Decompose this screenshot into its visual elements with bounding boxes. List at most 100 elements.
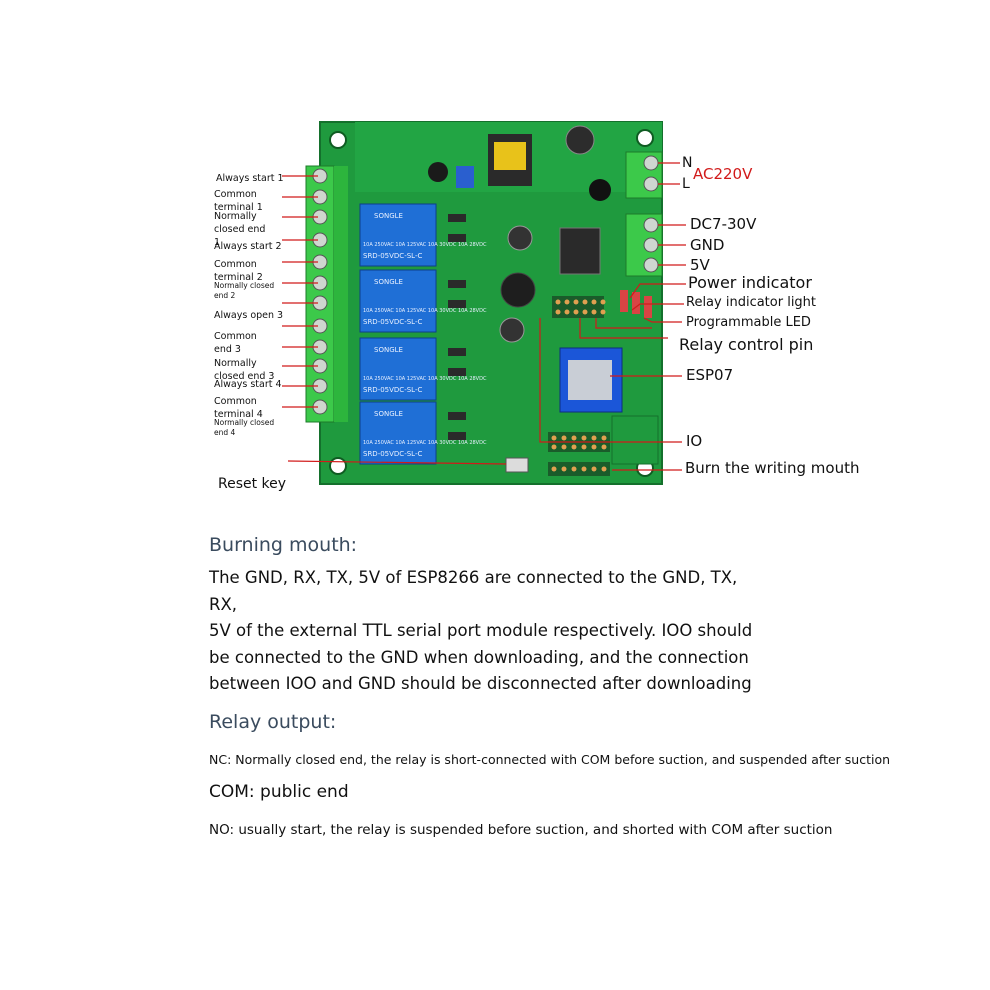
- relay-output-com: COM: public end: [209, 782, 349, 802]
- smd-component: [448, 234, 466, 242]
- relay-stack: SONGLE 10A 250VAC 10A 125VAC 10A 30VDC 10…: [359, 203, 487, 465]
- label-normally-closed-3: Normally closed end 3: [214, 358, 275, 382]
- relay-output-heading: Relay output:: [209, 711, 337, 733]
- io-pin: [591, 435, 597, 441]
- relay-model: SRD-05VDC-SL-C: [363, 252, 422, 260]
- relay: SONGLE 10A 250VAC 10A 125VAC 10A 30VDC 10…: [359, 401, 487, 465]
- label-common-terminal-1: Common terminal 1: [214, 189, 263, 213]
- burn-pin: [561, 466, 567, 472]
- smd-component: [448, 432, 466, 440]
- voltage-regulator: [559, 227, 601, 275]
- header-pin: [564, 299, 570, 305]
- io-pin: [551, 444, 557, 450]
- relay-rating: 10A 250VAC 10A 125VAC 10A 30VDC 10A 28VD…: [363, 242, 487, 248]
- label-common-end-3: Common end 3: [214, 331, 257, 355]
- burning-mouth-paragraph: The GND, RX, TX, 5V of ESP8266 are conne…: [209, 565, 769, 698]
- label-always-start-1: Always start 1: [216, 173, 284, 184]
- label-power-indicator: Power indicator: [688, 273, 812, 292]
- smd-component: [448, 300, 466, 308]
- burn-header: [548, 462, 610, 476]
- left-terminal-screws: [312, 168, 328, 415]
- relay-model: SRD-05VDC-SL-C: [363, 318, 422, 326]
- label-burn-writing-mouth: Burn the writing mouth: [685, 459, 860, 477]
- label-n: N: [682, 155, 693, 171]
- burning-mouth-heading: Burning mouth:: [209, 534, 358, 556]
- label-5v: 5V: [690, 256, 710, 274]
- burning-line-3: be connected to the GND when downloading…: [209, 647, 749, 667]
- relay-brand: SONGLE: [374, 212, 403, 220]
- smd-component: [448, 348, 466, 356]
- label-esp07: ESP07: [686, 366, 734, 384]
- label-common-terminal-2: Common terminal 2: [214, 259, 263, 283]
- indicator-leds: [620, 290, 652, 318]
- relay-rating: 10A 250VAC 10A 125VAC 10A 30VDC 10A 28VD…: [363, 308, 487, 314]
- relay: SONGLE 10A 250VAC 10A 125VAC 10A 30VDC 10…: [359, 337, 487, 401]
- label-always-start-4: Always start 4: [214, 379, 282, 390]
- reset-button: [505, 457, 529, 473]
- io-pin: [581, 435, 587, 441]
- smd-component: [448, 214, 466, 222]
- burn-pin: [581, 466, 587, 472]
- header-pin: [600, 309, 606, 315]
- label-relay-control-pin: Relay control pin: [679, 335, 814, 354]
- right-terminal-block-ac: [625, 151, 663, 199]
- left-terminal-block: [305, 165, 348, 423]
- io-header-pins: [551, 435, 607, 472]
- relay-output-no: NO: usually start, the relay is suspende…: [209, 822, 833, 838]
- io-pin: [571, 435, 577, 441]
- burning-line-4: between IOO and GND should be disconnect…: [209, 674, 752, 693]
- header-pin: [582, 299, 588, 305]
- label-always-start-2: Always start 2: [214, 241, 282, 252]
- io-pin: [561, 435, 567, 441]
- io-pin: [561, 444, 567, 450]
- io-pin: [601, 435, 607, 441]
- label-relay-indicator-light: Relay indicator light: [686, 295, 817, 310]
- header-pin: [555, 299, 561, 305]
- electrolytic-capacitor-top: [565, 125, 595, 155]
- label-normally-closed-4: Normally closed end 4: [214, 418, 275, 437]
- regulator-transistor: [589, 179, 611, 201]
- header-pin: [582, 309, 588, 315]
- label-normally-closed-1: Normally closed end 1: [214, 211, 266, 248]
- burning-line-1: The GND, RX, TX, 5V of ESP8266 are conne…: [209, 568, 738, 614]
- left-pointer-lines: [282, 175, 507, 465]
- io-pin: [551, 435, 557, 441]
- header-pins: [555, 299, 606, 315]
- header-pin: [600, 299, 606, 305]
- header-pin: [573, 309, 579, 315]
- label-always-open-3: Always open 3: [214, 310, 284, 321]
- relay-model: SRD-05VDC-SL-C: [363, 450, 422, 458]
- label-reset-key: Reset key: [218, 476, 287, 492]
- header-pin: [591, 299, 597, 305]
- burn-pin: [571, 466, 577, 472]
- relay-brand: SONGLE: [374, 410, 403, 418]
- burn-pin: [601, 466, 607, 472]
- label-io: IO: [686, 432, 703, 450]
- relay-rating: 10A 250VAC 10A 125VAC 10A 30VDC 10A 28VD…: [363, 376, 487, 382]
- burn-pin: [551, 466, 557, 472]
- relay-brand: SONGLE: [374, 346, 403, 354]
- pcb-board-illustration: SONGLE 10A 250VAC 10A 125VAC 10A 30VDC 10…: [282, 121, 686, 485]
- relay-output-nc: NC: Normally closed end, the relay is sh…: [209, 752, 891, 767]
- header-pin: [564, 309, 570, 315]
- smd-component: [448, 368, 466, 376]
- burning-line-2: 5V of the external TTL serial port modul…: [209, 621, 753, 640]
- header-pin: [555, 309, 561, 315]
- relay-control-header: [552, 296, 604, 318]
- label-dc7-30v: DC7-30V: [690, 215, 757, 233]
- io-pin: [601, 444, 607, 450]
- label-normally-closed-2: Normally closed end 2: [214, 281, 275, 300]
- label-l: L: [682, 176, 690, 192]
- header-pin: [591, 309, 597, 315]
- relay-rating: 10A 250VAC 10A 125VAC 10A 30VDC 10A 28VD…: [363, 440, 487, 446]
- burn-pin: [591, 466, 597, 472]
- header-pin: [573, 299, 579, 305]
- label-programmable-led: Programmable LED: [686, 315, 811, 330]
- inductor: [500, 272, 536, 308]
- label-gnd: GND: [690, 236, 725, 254]
- io-pin: [571, 444, 577, 450]
- io-pin: [581, 444, 587, 450]
- relay-model: SRD-05VDC-SL-C: [363, 386, 422, 394]
- label-ac220v: AC220V: [693, 165, 753, 183]
